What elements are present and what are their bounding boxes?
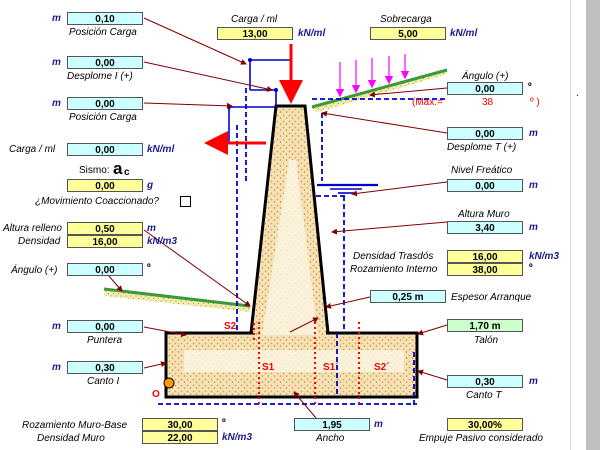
posicion-carga-2-unit: m: [52, 98, 61, 109]
posicion-carga-2-input[interactable]: 0,00: [67, 97, 143, 110]
sobrecarga-label: Sobrecarga: [380, 14, 432, 25]
angulo-left-unit: º: [147, 263, 151, 274]
ancho-label: Ancho: [316, 433, 345, 444]
angulo-left-input[interactable]: 0,00: [67, 263, 143, 276]
sismo-input[interactable]: 0,00: [67, 179, 143, 192]
desplome-i-label: Desplome I (+): [67, 71, 133, 82]
carga-ml-left-unit: kN/ml: [147, 144, 175, 155]
rozamiento-interno-unit: º: [529, 263, 533, 274]
desplome-t-label: Desplome T (+): [447, 142, 517, 153]
canto-t-input[interactable]: 0,30: [447, 375, 523, 388]
angulo-max-label: (Max.=: [412, 97, 443, 108]
nivel-freatico-label: Nivel Freático: [451, 165, 513, 176]
densidad-muro-label: Densidad Muro: [37, 433, 105, 444]
densidad-trasdos-unit: kN/m3: [529, 251, 560, 262]
desplome-t-unit: m: [529, 128, 538, 139]
movimiento-coaccionado-label: ¿Movimiento Coaccionado?: [35, 196, 159, 207]
canto-t-label: Canto T: [466, 390, 502, 401]
carga-ml-top-unit: kN/ml: [298, 28, 326, 39]
altura-relleno-label: Altura relleno: [3, 223, 62, 234]
section-s1p-label: S1´: [323, 362, 339, 373]
angulo-max-close: º ): [530, 97, 540, 108]
canto-i-input[interactable]: 0,30: [67, 361, 143, 374]
altura-muro-unit: m: [529, 222, 538, 233]
sheet-scroll-gutter: [586, 0, 600, 450]
footing-rebar-shape: [184, 350, 404, 372]
ancho-unit: m: [374, 419, 383, 430]
posicion-carga-2-label: Posición Carga: [69, 112, 137, 123]
puntera-label: Puntera: [87, 335, 123, 346]
posicion-carga-input[interactable]: 0,10: [67, 12, 143, 25]
surcharge-arrows: [335, 54, 410, 98]
canto-i-unit: m: [52, 362, 61, 373]
puntera-unit: m: [52, 321, 61, 332]
densidad-trasdos-input[interactable]: 16,00: [447, 250, 523, 263]
sismo-unit: g: [147, 180, 154, 191]
canto-t-unit: m: [529, 376, 538, 387]
front-terrain-line: [103, 287, 251, 308]
section-s1-label: S1: [262, 362, 275, 373]
densidad-input[interactable]: 16,00: [67, 235, 143, 248]
carga-ml-top-label: Carga / ml: [231, 14, 278, 25]
section-s2p-label: S2´: [374, 362, 390, 373]
empuje-pasivo-label: Empuje Pasivo considerado: [419, 433, 543, 444]
talon-label: Talón: [474, 335, 499, 346]
desplome-i-input[interactable]: 0,00: [67, 56, 143, 69]
espesor-arranque-label: Espesor Arranque: [451, 292, 532, 303]
angulo-left-label: Ángulo (+): [11, 265, 58, 276]
puntera-input[interactable]: 0,00: [67, 320, 143, 333]
altura-relleno-input[interactable]: 0,50: [67, 222, 143, 235]
densidad-muro-input[interactable]: 22,00: [142, 431, 218, 444]
rozamiento-base-unit: º: [222, 418, 226, 429]
densidad-trasdos-label: Densidad Trasdós: [353, 251, 434, 262]
posicion-carga-label: Posición Carga: [69, 27, 137, 38]
sismo-label: Sismo:: [79, 165, 110, 176]
densidad-label: Densidad: [18, 236, 61, 247]
altura-muro-label: Altura Muro: [458, 209, 510, 220]
rozamiento-interno-input[interactable]: 38,00: [447, 263, 523, 276]
angulo-top-unit: º: [528, 82, 532, 93]
rozamiento-base-input[interactable]: 30,00: [142, 418, 218, 431]
sobrecarga-input[interactable]: 5,00: [370, 27, 446, 40]
posicion-carga-unit: m: [52, 13, 61, 24]
canto-i-label: Canto I: [87, 376, 120, 387]
talon-value: 1,70 m: [447, 319, 523, 332]
espesor-arranque-input[interactable]: 0,25 m: [370, 290, 446, 303]
angulo-max-value: 38: [482, 97, 494, 108]
altura-muro-input[interactable]: 3,40: [447, 221, 523, 234]
altura-relleno-unit: m: [147, 223, 156, 234]
sismo-symbol: a: [113, 159, 123, 178]
section-s2-label: S2: [224, 321, 237, 332]
movimiento-coaccionado-checkbox[interactable]: [180, 196, 191, 207]
nivel-freatico-input[interactable]: 0,00: [447, 179, 523, 192]
carga-ml-left-input[interactable]: 0,00: [67, 143, 143, 156]
origin-point: [163, 377, 175, 389]
stray-dot: .: [576, 88, 579, 99]
nivel-freatico-unit: m: [529, 180, 538, 191]
ancho-value: 1,95: [294, 418, 370, 431]
stem-rebar-shape: [262, 160, 318, 335]
empuje-pasivo-input[interactable]: 30,00%: [447, 418, 523, 431]
rozamiento-base-label: Rozamiento Muro-Base: [22, 420, 128, 431]
angulo-top-input[interactable]: 0,00: [447, 82, 523, 95]
desplome-t-input[interactable]: 0,00: [447, 127, 523, 140]
backfill-terrain-line: [311, 68, 448, 109]
desplome-i-unit: m: [52, 57, 61, 68]
densidad-muro-unit: kN/m3: [222, 432, 253, 443]
origin-label: O: [152, 389, 160, 400]
rozamiento-interno-label: Rozamiento Interno: [350, 264, 438, 275]
sheet-margin: [570, 0, 587, 450]
angulo-top-label: Ángulo (+): [462, 71, 509, 82]
sobrecarga-unit: kN/ml: [450, 28, 478, 39]
sismo-subscript: c: [124, 167, 130, 178]
front-slope-soil: [104, 290, 250, 312]
carga-ml-left-label: Carga / ml: [9, 144, 56, 155]
carga-ml-top-input[interactable]: 13,00: [217, 27, 293, 40]
densidad-unit: kN/m3: [147, 236, 178, 247]
